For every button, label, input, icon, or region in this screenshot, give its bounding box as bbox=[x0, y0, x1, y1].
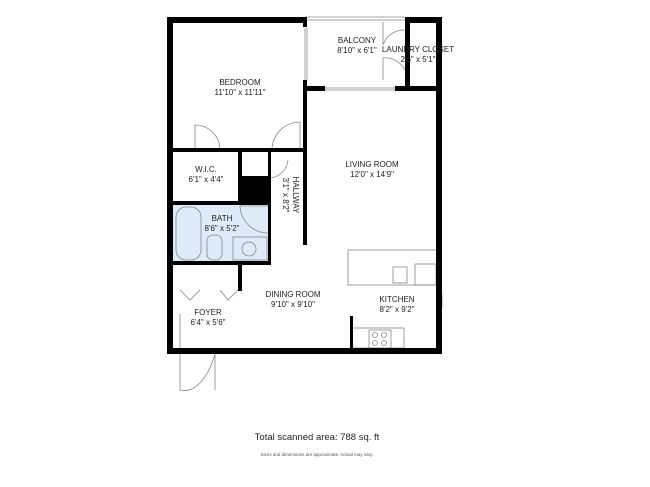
bedroom-door bbox=[271, 121, 301, 151]
stove bbox=[368, 329, 392, 349]
wic-door bbox=[194, 124, 221, 151]
room-name: BATH bbox=[211, 214, 233, 223]
sink bbox=[241, 241, 257, 257]
laundry-door-bottom bbox=[382, 57, 406, 80]
counter bbox=[351, 327, 405, 349]
walls bbox=[167, 17, 442, 354]
bath-fill bbox=[173, 205, 270, 262]
dishwasher bbox=[414, 263, 437, 286]
room-dims: 11'10" x 11'11" bbox=[214, 88, 266, 97]
room-name: FOYER bbox=[194, 308, 222, 317]
room-name: LIVING ROOM bbox=[345, 160, 399, 169]
room-dims: 8'6" x 5'2" bbox=[204, 224, 240, 233]
room-name: BALCONY bbox=[337, 36, 377, 45]
room-dims: 6'1" x 4'4" bbox=[188, 175, 224, 184]
bathtub bbox=[175, 206, 202, 261]
room-dims: 9'10" x 9'10" bbox=[271, 300, 315, 309]
room-dims: 8'2" x 9'2" bbox=[379, 305, 415, 314]
kitchen-sink bbox=[392, 266, 408, 284]
room-wic: W.I.C.6'1" x 4'4" bbox=[189, 165, 224, 185]
disclaimer: Sizes and dimensions are approximate. Ac… bbox=[260, 452, 374, 457]
room-dims: 8'10" x 6'1" bbox=[337, 46, 377, 55]
total-area: Total scanned area: 788 sq. ft bbox=[254, 432, 380, 443]
room-dims: 6'4" x 5'6" bbox=[190, 318, 226, 327]
room-name: DINING ROOM bbox=[265, 290, 321, 299]
bath-door bbox=[239, 205, 269, 234]
room-name: W.I.C. bbox=[195, 165, 217, 174]
room-name: KITCHEN bbox=[379, 295, 415, 304]
room-name: BEDROOM bbox=[219, 78, 261, 87]
room-dims: 3'1" x 8'2" bbox=[281, 177, 290, 213]
closet-doors bbox=[179, 289, 239, 301]
vanity bbox=[232, 236, 268, 261]
hall-door bbox=[269, 155, 289, 179]
room-name: HALLWAY bbox=[291, 176, 300, 214]
laundry-door-top bbox=[382, 22, 406, 46]
room-dims: 2'6" x 5'1" bbox=[400, 55, 436, 64]
entry-door bbox=[179, 314, 216, 391]
toilet bbox=[206, 234, 223, 261]
room-dims: 12'0" x 14'9" bbox=[350, 170, 394, 179]
room-name: LAUNDRY CLOSET bbox=[381, 45, 455, 54]
